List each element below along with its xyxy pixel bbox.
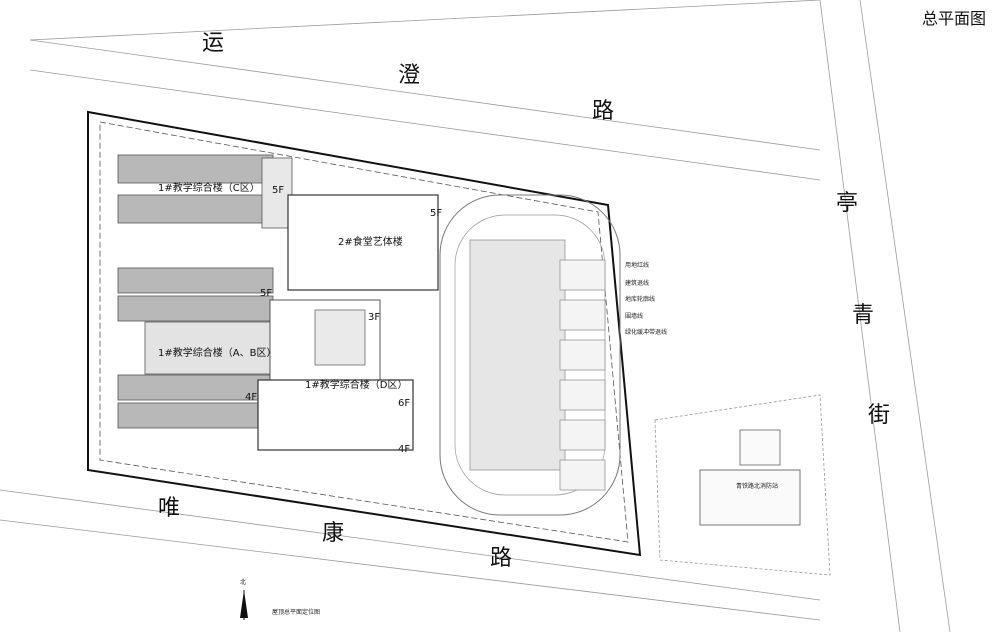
road-north-char-1: 运 [202,31,224,56]
floor-canteen-5f: 5F [430,208,442,219]
road-east-char-1: 亭 [836,191,858,216]
north-arrow [240,590,248,620]
road-north-char-3: 路 [592,99,614,124]
road-east-char-2: 青 [852,303,874,328]
setback-line [99,121,629,543]
floor-ab-4f: 4F [245,392,257,403]
floor-d-3f: 3F [368,312,380,323]
legend-item-1: 用地红线 [625,261,649,269]
legend-item-3: 地库轮廓线 [625,295,655,303]
legend-item-4: 围墙线 [625,312,643,320]
building-c [117,154,293,229]
sports-courts [559,259,606,491]
road-north-char-2: 澄 [398,63,420,88]
building-c-label: 1#教学综合楼（C区） [158,181,260,194]
floor-ab-5f: 5F [260,288,272,299]
building-d [257,299,414,451]
building-ab [117,267,274,429]
road-south-char-3: 路 [490,546,512,571]
floor-d-6f: 6F [398,398,410,409]
road-east-char-3: 街 [868,403,890,428]
road-lines [0,0,951,632]
legend-item-2: 建筑退线 [625,279,649,287]
north-arrow-label: 北 [240,578,246,586]
building-2 [287,194,439,291]
building-d-label: 1#教学综合楼（D区） [305,378,407,391]
site-boundary [87,110,642,557]
neighbor-station [654,394,831,576]
neighbor-label: 青铁路北消防站 [736,482,778,490]
legend-item-5: 绿化缓冲带退线 [625,328,667,336]
running-track [439,194,621,516]
building-2-label: 2#食堂艺体楼 [338,235,403,248]
floor-c-5f: 5F [272,185,284,196]
page-title: 总平面图 [922,9,986,28]
floor-d-4f: 4F [398,444,410,455]
building-ab-label: 1#教学综合楼（A、B区） [158,346,276,359]
road-south-char-2: 康 [322,521,344,546]
road-south-char-1: 唯 [158,496,180,521]
figure-caption: 屋顶总平面定位图 [272,608,320,616]
